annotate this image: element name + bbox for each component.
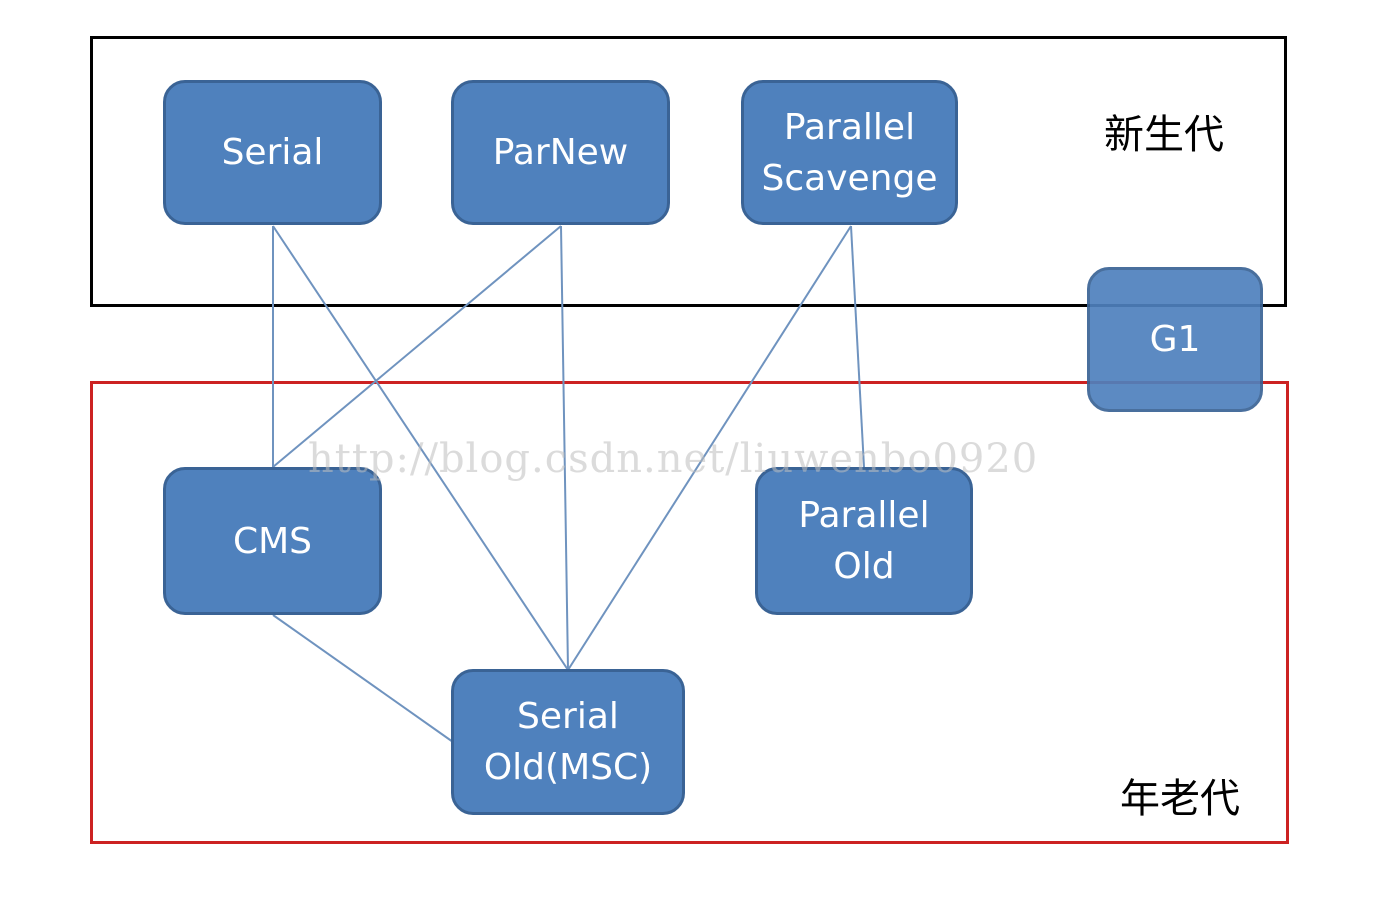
old-generation-region [90,381,1289,844]
link-parnew-serial-old [560,225,569,671]
old-generation-label: 年老代 [1120,776,1240,822]
link-cms-serial-old [272,614,454,743]
link-serial-serial-old [272,225,569,671]
link-parnew-cms [272,225,562,468]
node-parnew: ParNew [451,80,670,225]
node-serial-old-msc: Serial Old(MSC) [451,669,685,815]
node-parallel-old: Parallel Old [755,467,973,615]
link-parallel-scavenge-serial-old [567,225,852,671]
node-serial: Serial [163,80,382,225]
link-parallel-scavenge-parallel-old [850,225,865,468]
node-cms: CMS [163,467,382,615]
young-generation-label: 新生代 [1104,112,1224,158]
node-g1: G1 [1087,267,1263,412]
young-generation-region [90,36,1287,307]
node-parallel-scavenge: Parallel Scavenge [741,80,958,225]
watermark-text: http://blog.csdn.net/liuwenbo0920 [308,436,1039,482]
